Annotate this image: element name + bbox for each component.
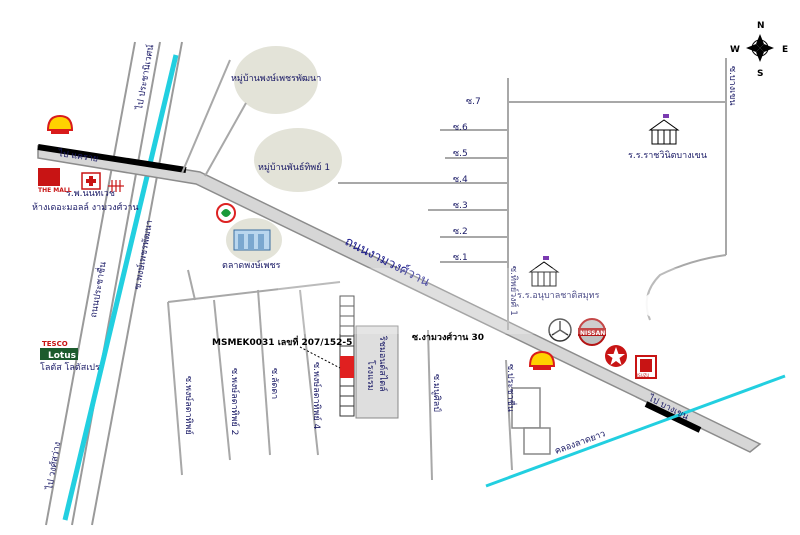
school-2-label: ร.ร.อนุบาลชาติสมุทร (517, 290, 600, 301)
soi-labels: ซ.7 ซ.6 ซ.5 ซ.4 ซ.3 ซ.2 ซ.1 (453, 97, 481, 263)
village-mid-label: หมู่บ้านพันธ์ทิพย์ 1 (258, 161, 330, 173)
bottom-building (511, 387, 551, 455)
bottom-soi-roads (167, 269, 513, 481)
school-icon (648, 114, 680, 145)
mall-label: ห้างเดอะมอลล์ งามวงศ์วาน (32, 201, 139, 213)
svg-text:NISSAN: NISSAN (580, 330, 605, 337)
label-wong-sawang: ไป วงศ์สว่าง (43, 441, 63, 492)
village-mid-area (254, 128, 342, 192)
hospital-label: ร.พ.นนทเวช (66, 189, 115, 199)
svg-text:THE MALL: THE MALL (38, 187, 72, 194)
property-id-label: MSMEK0031 เลขที่ 207/152-5 (212, 335, 352, 348)
watermark: DDproperty (278, 268, 800, 334)
mall-logo: THE MALL (38, 168, 72, 194)
bottom-soi-labels: ซ.พงษ์ลดาทิพย์ ซ.พงษ์ลดาทิพย์ 2 ซ.ลัดดา … (183, 362, 323, 435)
watermark-text: DDproperty (674, 296, 761, 315)
school-1-label: ร.ร.ราชวินิตบางเขน (628, 150, 707, 161)
soi-grid (181, 58, 727, 330)
compass-icon: N S E W (730, 21, 788, 79)
mercedes-icon (548, 318, 572, 342)
western-canal (62, 54, 179, 521)
hotel-building (355, 325, 399, 419)
svg-text:TESCO: TESCO (42, 340, 68, 348)
school-icon (528, 256, 560, 287)
svg-text:E: E (782, 45, 788, 55)
shell-icon (46, 114, 74, 134)
shell-icon (528, 350, 556, 370)
market-label: ตลาดพงษ์เพชร (222, 259, 281, 271)
tesco-logo: TESCO Lotus (40, 340, 78, 361)
bottom-soi-label: ซ.พงษ์ลดาทิพย์ 4 (311, 362, 323, 430)
property-pointer (299, 346, 341, 369)
soi-label: ซ.7 (466, 97, 481, 107)
isuzu-icon: ISUZU (635, 355, 657, 379)
bank-icon (216, 203, 236, 223)
bottom-soi-label: ซ.พงษ์ลดาทิพย์ (183, 376, 195, 435)
svg-text:Lotus: Lotus (48, 351, 76, 361)
caltex-icon (605, 345, 627, 367)
soi-label: ซ.4 (453, 175, 468, 185)
soi-label: ซ.3 (453, 201, 468, 211)
label-right-soi-2: ซ.ประชาชื่น (505, 364, 518, 412)
soi-label: ซ.1 (453, 253, 468, 263)
property-block[interactable] (339, 295, 355, 417)
canal-line (485, 374, 786, 488)
hotel-label: โรงแรม ริชมอนด์สไตล์ (365, 336, 389, 392)
hotel-text: โรงแรม (365, 360, 376, 391)
nissan-icon: NISSAN (578, 318, 606, 346)
hotel-sub-text: ริชมอนด์สไตล์ (377, 336, 389, 392)
bottom-soi-label: ซ.ลัดดา (269, 368, 279, 399)
svg-text:W: W (730, 45, 740, 55)
western-road (45, 41, 183, 526)
railway-icon (108, 180, 124, 192)
label-bang-khen-soi: ซ.บางเขน (727, 66, 737, 106)
svg-text:ISUZU: ISUZU (637, 373, 649, 378)
label-soi-ngamwongwan-30: ซ.งามวงศ์วาน 30 (412, 331, 484, 343)
soi-label: ซ.5 (453, 149, 468, 159)
svg-text:N: N (757, 21, 765, 31)
tesco-label: โลตัส โลตัสเปร (40, 362, 100, 373)
svg-text:S: S (757, 69, 763, 79)
village-top-label: หมู่บ้านพงษ์เพชรพัฒนา (231, 72, 321, 84)
market-icon (233, 229, 271, 251)
soi-label: ซ.2 (453, 227, 468, 237)
soi-label: ซ.6 (453, 123, 468, 133)
hospital-icon (81, 172, 101, 190)
village-top-area (234, 46, 318, 114)
bottom-soi-label: ซ.พงษ์ลดาทิพย์ 2 (229, 368, 241, 435)
label-mensura: ซ.มนูศิลป์ (431, 374, 443, 412)
label-right-soi-1: ซ.ทิพย์วงศ์ 1 (508, 266, 520, 316)
